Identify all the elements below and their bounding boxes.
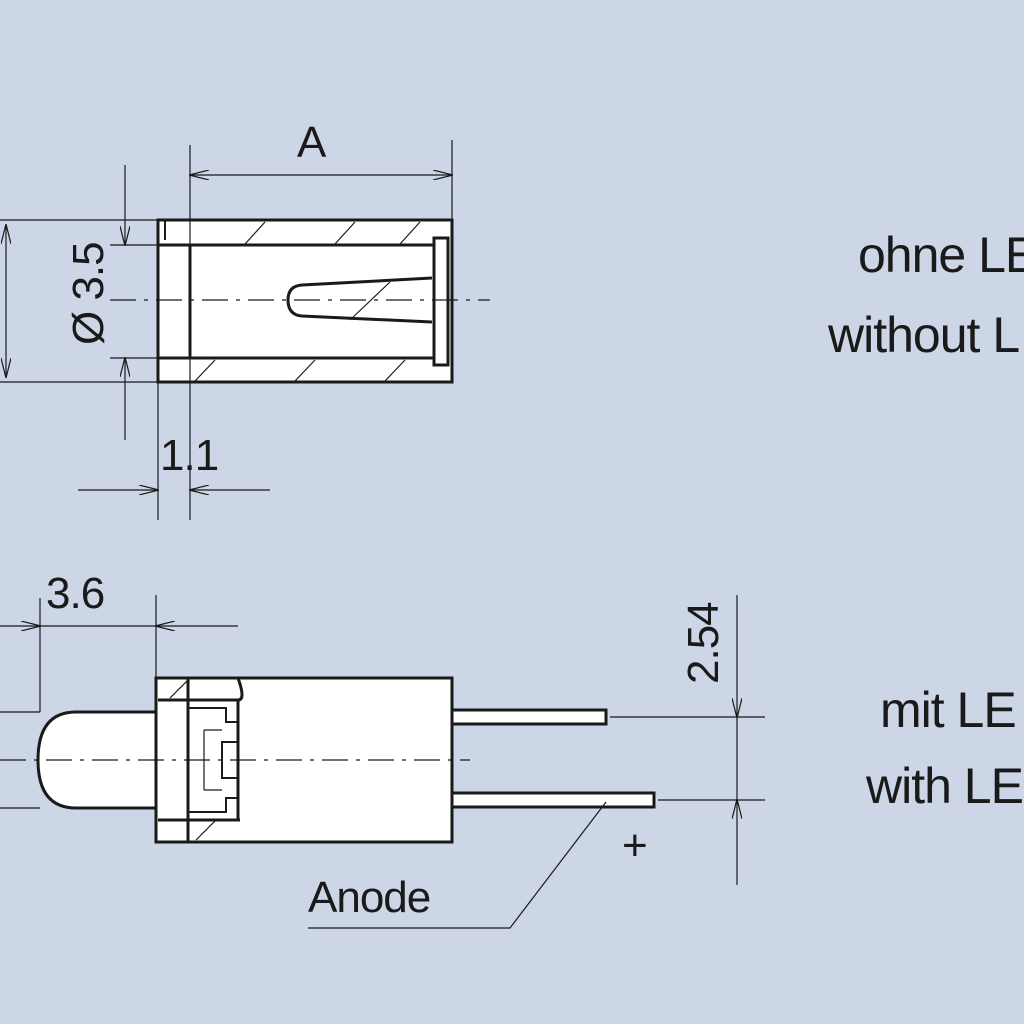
holder-body-outline: [156, 218, 454, 384]
led-flange: [188, 707, 239, 813]
dimension-a: A: [190, 118, 452, 245]
dimension-pitch-label: 2.54: [679, 602, 728, 684]
led-pin-cathode: [450, 708, 608, 726]
anode-leader-line: [308, 801, 607, 929]
dimension-led-protrusion: 3.6: [0, 569, 238, 712]
section-hatching-bottom: [169, 679, 217, 841]
dimension-a-label: A: [297, 118, 327, 167]
caption-without-led-de: ohne LE: [858, 227, 1024, 283]
caption-with-led-de: mit LE: [880, 682, 1016, 738]
caption-with-led-en: with LE: [865, 758, 1023, 814]
dimension-pitch: 2.54: [610, 595, 765, 885]
section-hatching-top: [194, 221, 421, 382]
dimension-led-protrusion-label: 3.6: [46, 569, 104, 618]
polarity-plus: +: [622, 821, 648, 870]
dimension-wall-label: 1.1: [160, 431, 218, 480]
dimension-diameter: Ø 3.5: [64, 165, 158, 440]
dimension-wall: 1.1: [78, 358, 270, 520]
dimension-outer-left: [0, 219, 158, 383]
dimension-diameter-label: Ø 3.5: [64, 242, 113, 345]
led-pin-anode: [450, 791, 656, 809]
anode-label: Anode: [308, 873, 430, 922]
bottom-view-with-led: 3.6 2.54 + Anode mit LE with LE: [0, 569, 1024, 929]
top-view-without-led: A Ø 3.5 1.1 ohne LE without L: [0, 118, 1024, 520]
holder-flange: [432, 236, 450, 367]
holder-latch-tongue: [286, 276, 433, 324]
caption-without-led-en: without L: [827, 307, 1019, 363]
